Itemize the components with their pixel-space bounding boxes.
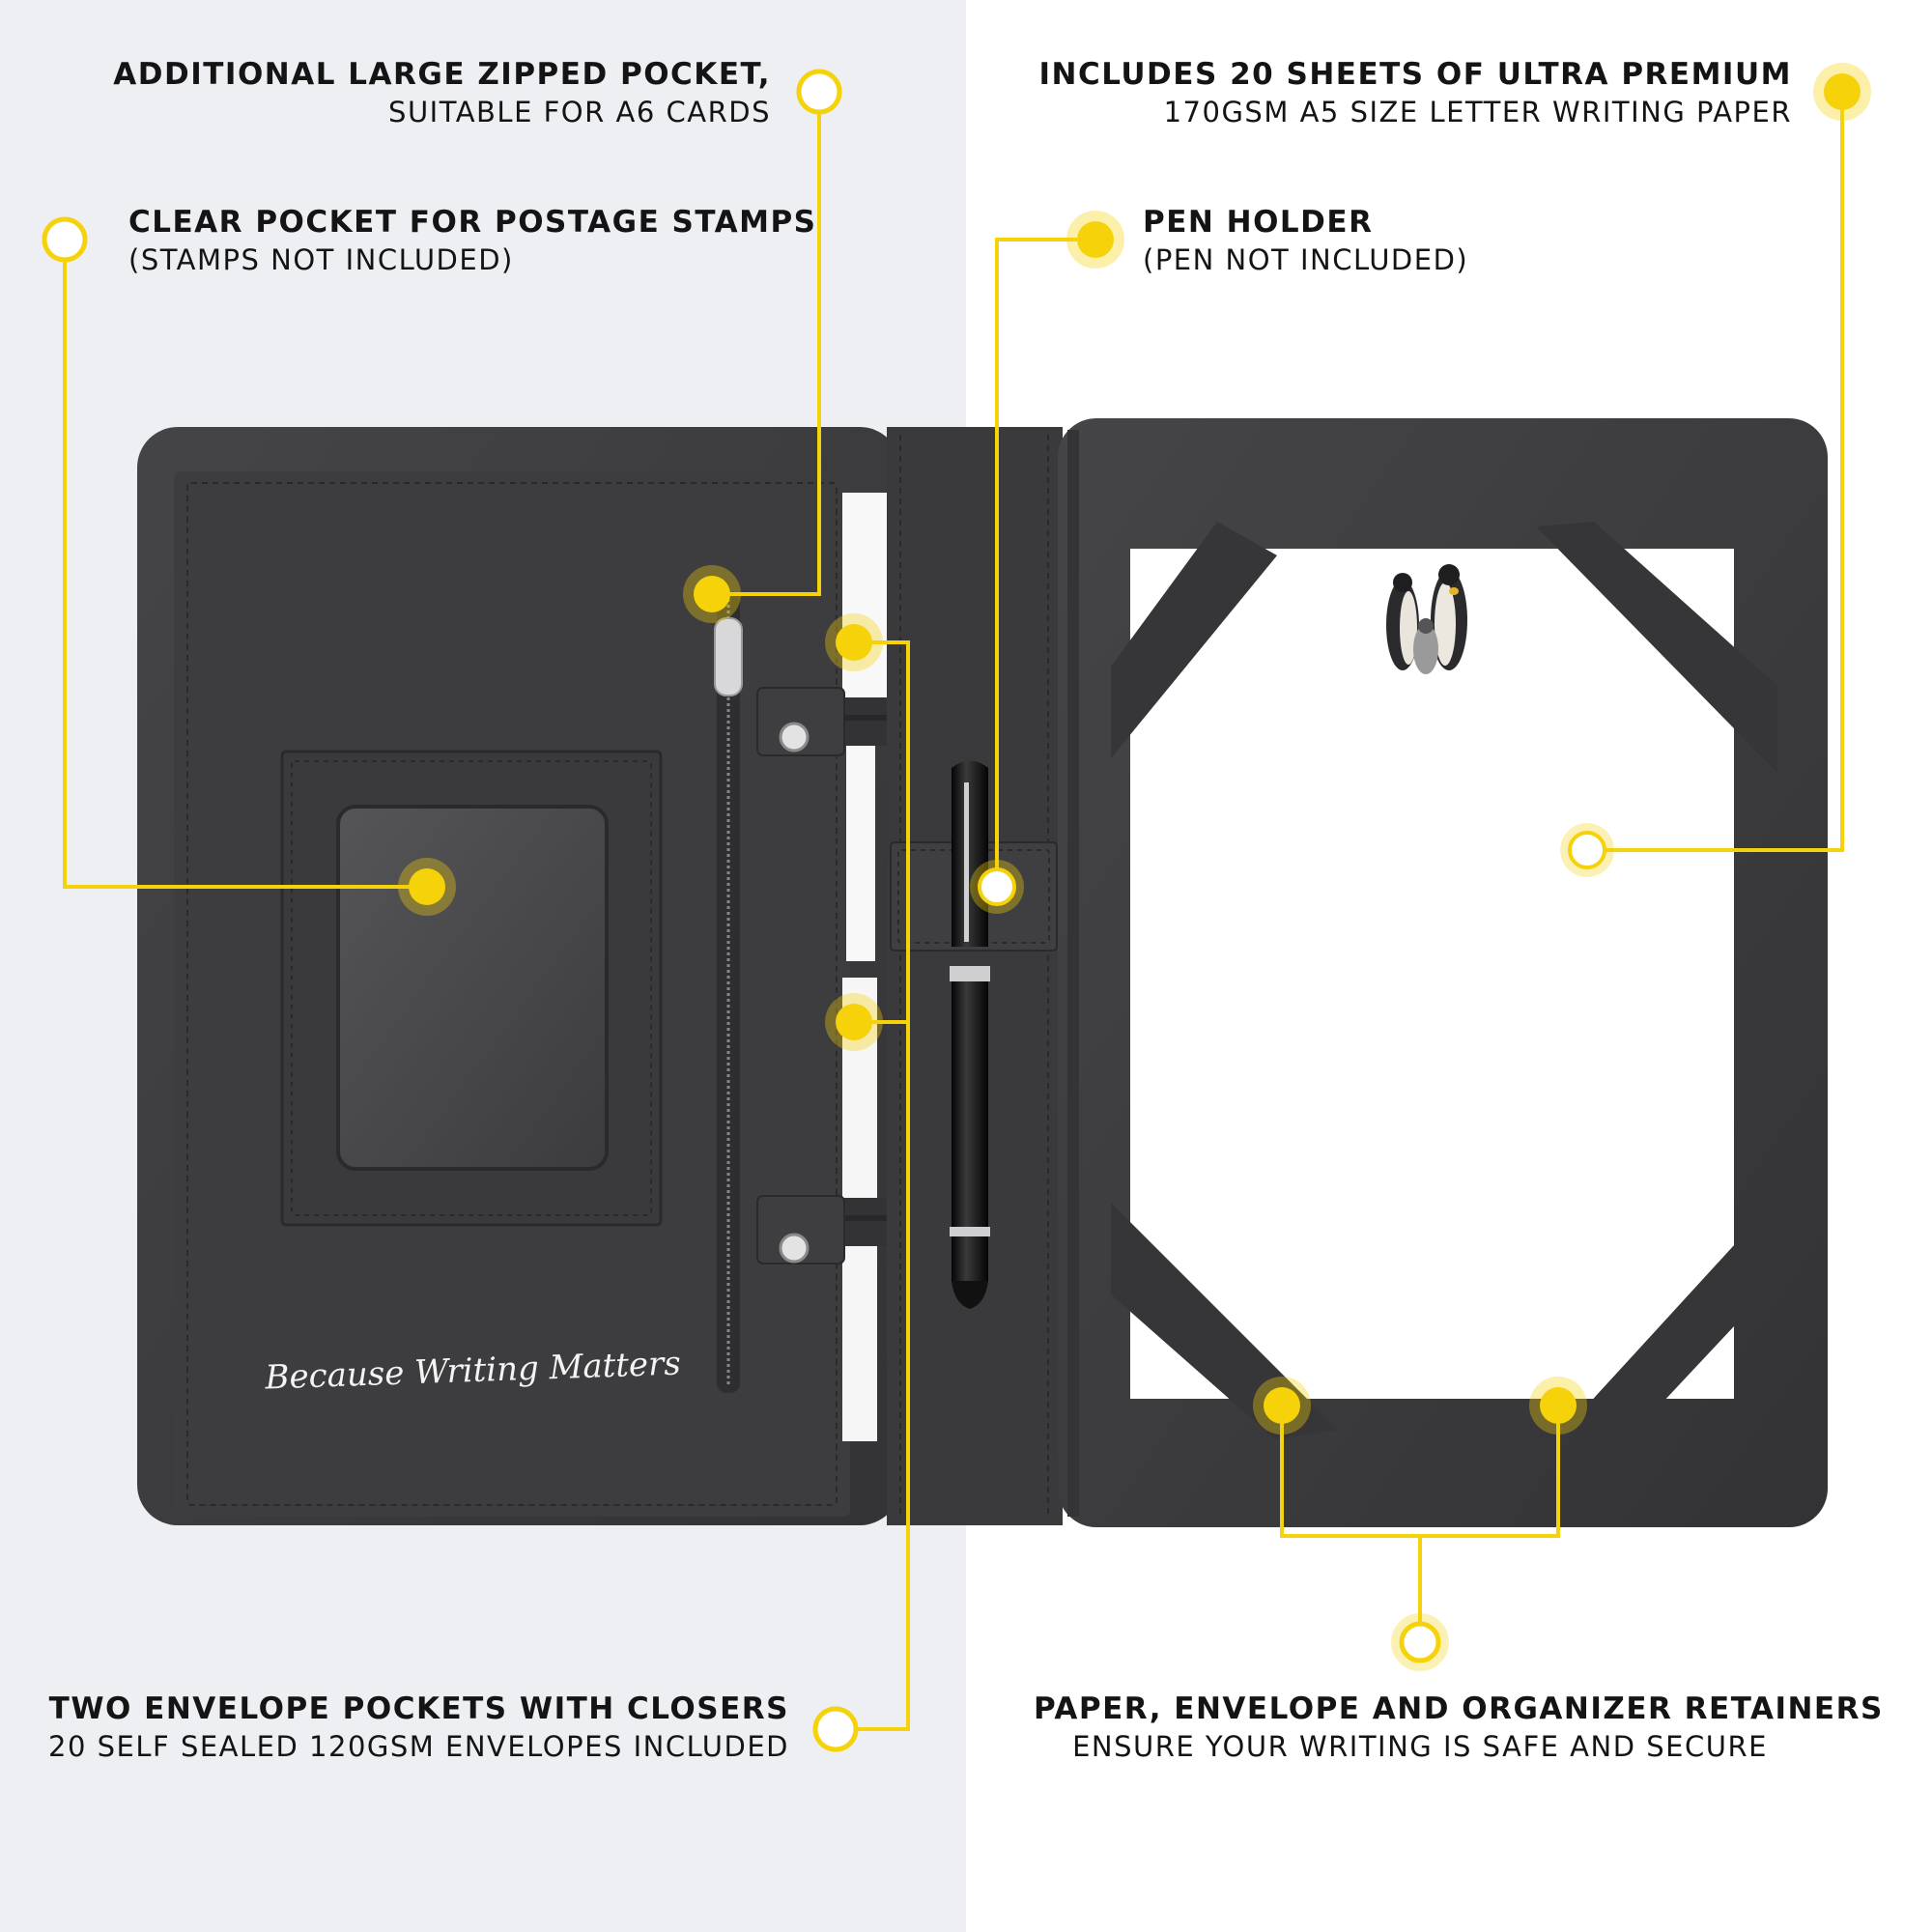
callout-title: Pen holder <box>1143 205 1374 240</box>
callout-title: Two envelope pockets with closers <box>48 1691 789 1726</box>
callout-markers <box>42 63 1871 1752</box>
callout-envelope-pockets: Two envelope pockets with closers 20 sel… <box>48 1690 789 1766</box>
left-panel <box>137 427 900 1525</box>
callout-lines <box>63 92 1844 1731</box>
callout-title: Paper, envelope and organizer retainers <box>1034 1691 1884 1726</box>
callout-subtitle: 170gsm A5 size letter writing paper <box>1163 96 1792 128</box>
callout-writing-paper: Includes 20 sheets of ultra premium 170g… <box>1039 56 1793 131</box>
callout-stamp-pocket: Clear pocket for postage stamps (Stamps … <box>128 204 817 279</box>
callout-subtitle: 20 self sealed 120gsm envelopes included <box>48 1730 789 1763</box>
callout-title: Clear pocket for postage stamps <box>128 205 817 240</box>
callout-pen-holder: Pen holder (Pen not included) <box>1143 204 1468 279</box>
penguin-illustration <box>1386 564 1467 674</box>
callout-subtitle: Suitable for A6 cards <box>388 96 771 128</box>
fountain-pen <box>950 760 990 1309</box>
callout-subtitle: (Stamps not included) <box>128 243 514 276</box>
callout-subtitle: (Pen not included) <box>1143 243 1469 276</box>
right-panel <box>1058 418 1828 1527</box>
callout-title: Includes 20 sheets of ultra premium <box>1038 57 1792 92</box>
callout-title: Additional large zipped pocket, <box>113 57 771 92</box>
callout-subtitle: Ensure your writing is safe and secure <box>1072 1730 1768 1763</box>
callout-zipped-pocket: Additional large zipped pocket, Suitable… <box>113 56 771 131</box>
callout-retainers: Paper, envelope and organizer retainers … <box>1034 1690 1884 1766</box>
